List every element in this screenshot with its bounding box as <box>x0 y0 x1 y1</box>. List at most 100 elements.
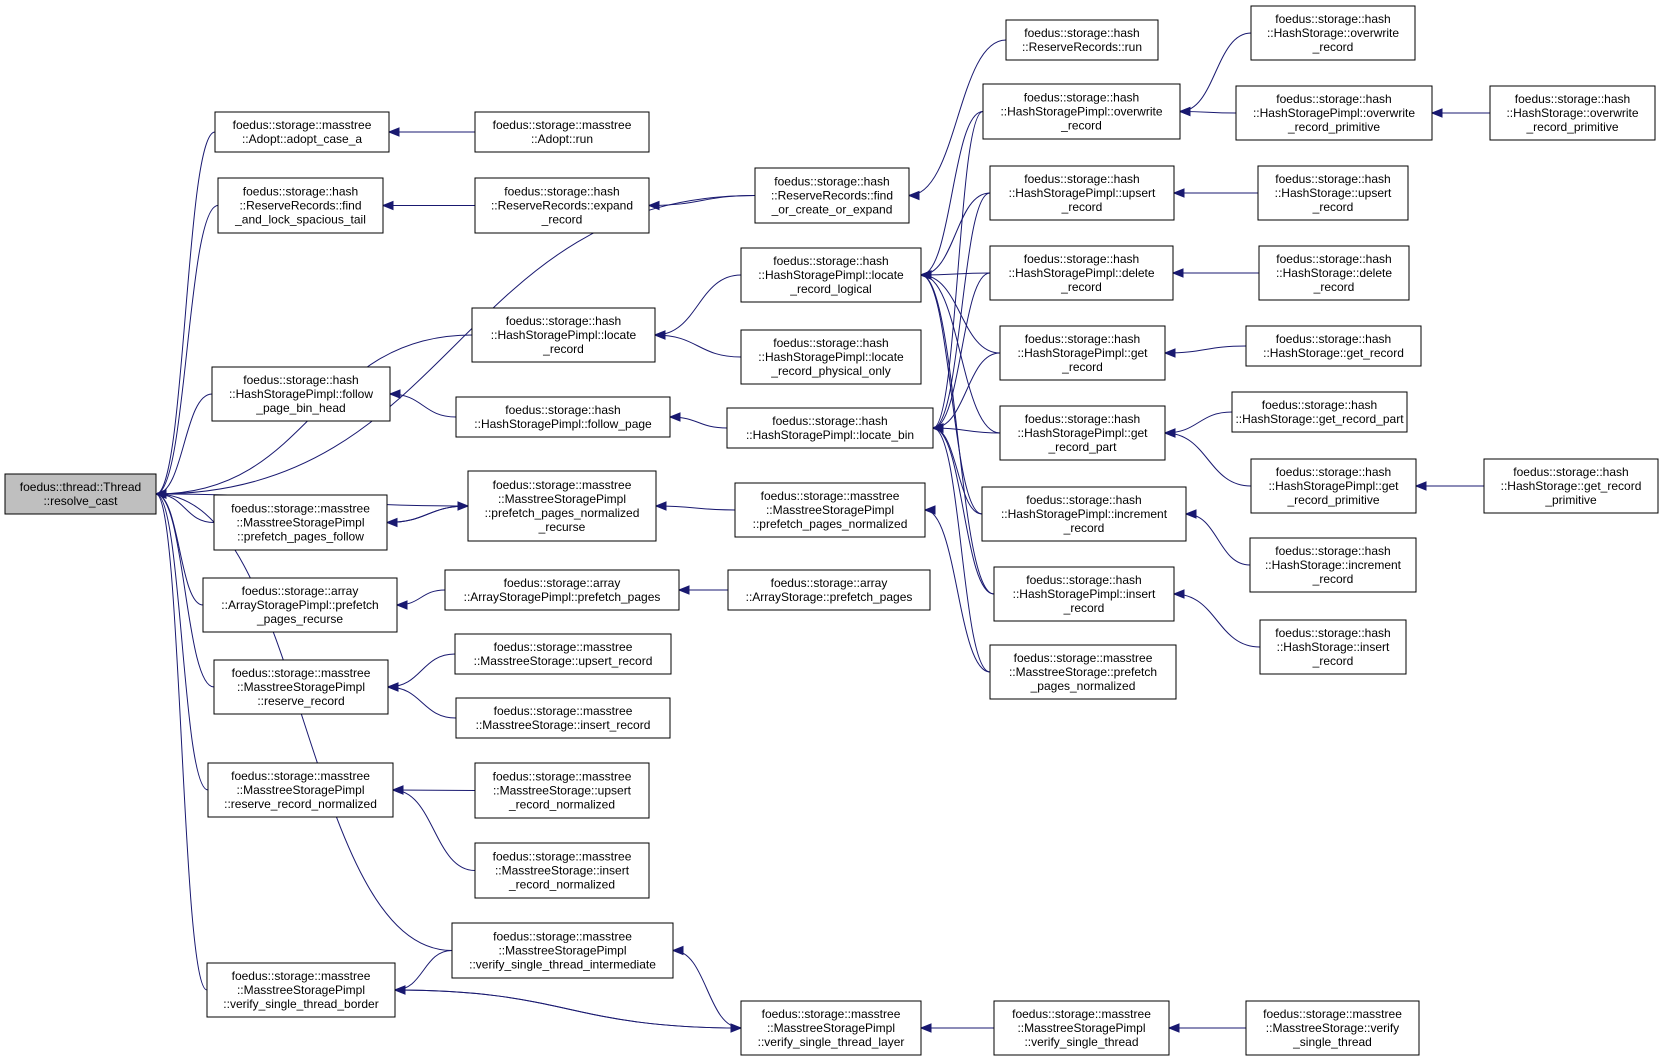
node-msp_prefetch_recurse[interactable]: foedus::storage::masstree::MasstreeStora… <box>467 470 657 542</box>
node-label-line: ::HashStoragePimpl::upsert <box>1009 186 1156 200</box>
edge-rr_expand-to-rr_find_tail <box>381 200 476 211</box>
node-box <box>451 922 674 979</box>
node-ms_insert[interactable]: foedus::storage::masstree::MasstreeStora… <box>455 697 671 739</box>
node-msp_prefetch_norm[interactable]: foedus::storage::masstree::MasstreeStora… <box>734 482 926 538</box>
node-hsp_follow_page[interactable]: foedus::storage::hash::HashStoragePimpl:… <box>455 396 671 438</box>
node-box <box>474 177 650 234</box>
node-hsp_locate_logical[interactable]: foedus::storage::hash::HashStoragePimpl:… <box>740 247 922 303</box>
node-box <box>454 633 672 675</box>
node-msp_verify_inter[interactable]: foedus::storage::masstree::MasstreeStora… <box>451 922 674 979</box>
node-label-line: ::verify_single_thread_border <box>223 997 378 1011</box>
edge-hs_overwrite_prim-to-hsp_overwrite_prim <box>1430 108 1490 118</box>
node-label-line: _record <box>1060 119 1102 133</box>
node-msp_reserve_norm[interactable]: foedus::storage::masstree::MasstreeStora… <box>207 762 394 818</box>
edge-line <box>655 505 736 511</box>
node-asp_prefetch[interactable]: foedus::storage::array::ArrayStoragePimp… <box>444 569 680 611</box>
node-label-line: foedus::storage::hash <box>1276 332 1391 346</box>
node-hs_get[interactable]: foedus::storage::hash::HashStorage::get_… <box>1245 325 1422 367</box>
node-hsp_increment[interactable]: foedus::storage::hash::HashStoragePimpl:… <box>981 486 1187 542</box>
arrowhead <box>154 489 167 499</box>
node-hsp_delete[interactable]: foedus::storage::hash::HashStoragePimpl:… <box>989 245 1174 301</box>
node-label-line: _record_normalized <box>508 798 615 812</box>
arrowhead <box>919 1023 932 1033</box>
node-asp_prefetch_recurse[interactable]: foedus::storage::array::ArrayStoragePimp… <box>202 577 398 633</box>
node-label-line: ::HashStoragePimpl::get <box>1017 346 1148 360</box>
node-ms_verify[interactable]: foedus::storage::masstree::MasstreeStora… <box>1245 1000 1420 1056</box>
node-hs_get_part[interactable]: foedus::storage::hash::HashStorage::get_… <box>1231 391 1408 433</box>
node-ms_upsert[interactable]: foedus::storage::masstree::MasstreeStora… <box>454 633 672 675</box>
node-hs_upsert[interactable]: foedus::storage::hash::HashStorage::upse… <box>1257 165 1409 221</box>
node-hs_increment[interactable]: foedus::storage::hash::HashStorage::incr… <box>1249 537 1417 593</box>
arrowhead <box>1167 1023 1180 1033</box>
node-label-line: _page_bin_head <box>255 401 345 415</box>
node-adopt_run[interactable]: foedus::storage::masstree::Adopt::run <box>474 111 650 153</box>
node-label-line: foedus::storage::array <box>771 576 888 590</box>
node-label-line: ::HashStorage::overwrite <box>1267 26 1399 40</box>
node-label-line: ::HashStoragePimpl::get <box>1017 426 1148 440</box>
edge-line <box>920 192 991 276</box>
node-hsp_insert[interactable]: foedus::storage::hash::HashStoragePimpl:… <box>993 566 1175 622</box>
node-as_prefetch[interactable]: foedus::storage::array::ArrayStorage::pr… <box>727 569 931 611</box>
node-ms_insert_norm[interactable]: foedus::storage::masstree::MasstreeStora… <box>474 842 650 899</box>
node-box <box>993 1000 1170 1056</box>
node-hs_overwrite_prim[interactable]: foedus::storage::hash::HashStorage::over… <box>1489 85 1656 141</box>
node-label-line: ::HashStoragePimpl::locate_bin <box>746 428 914 442</box>
node-msp_verify[interactable]: foedus::storage::masstree::MasstreeStora… <box>993 1000 1170 1056</box>
node-label-line: ::HashStoragePimpl::locate <box>758 268 904 282</box>
node-rr_find_create[interactable]: foedus::storage::hash::ReserveRecords::f… <box>754 167 910 224</box>
node-hs_get_prim[interactable]: foedus::storage::hash::HashStorage::get_… <box>1483 458 1659 514</box>
node-label-line: ::HashStoragePimpl::get <box>1268 479 1399 493</box>
node-label-line: ::HashStoragePimpl::overwrite <box>1000 105 1162 119</box>
node-hsp_get[interactable]: foedus::storage::hash::HashStoragePimpl:… <box>999 325 1166 381</box>
node-msp_verify_border[interactable]: foedus::storage::masstree::MasstreeStora… <box>206 962 396 1018</box>
node-hs_delete[interactable]: foedus::storage::hash::HashStorage::dele… <box>1258 245 1410 301</box>
node-hsp_get_part[interactable]: foedus::storage::hash::HashStoragePimpl:… <box>999 405 1166 461</box>
node-box <box>982 83 1181 140</box>
arrowhead <box>653 330 666 340</box>
node-adopt_case_a[interactable]: foedus::storage::masstree::Adopt::adopt_… <box>214 111 390 153</box>
edge-line <box>155 493 204 606</box>
node-hsp_overwrite[interactable]: foedus::storage::hash::HashStoragePimpl:… <box>982 83 1181 140</box>
node-box <box>474 111 650 153</box>
edge-hsp_locate_physical-to-hsp_locate_record <box>653 330 742 358</box>
node-label-line: foedus::storage::masstree <box>232 666 371 680</box>
node-rr_find_tail[interactable]: foedus::storage::hash::ReserveRecords::f… <box>217 177 384 234</box>
node-label-line: ::HashStoragePimpl::delete <box>1008 266 1154 280</box>
node-label-line: foedus::storage::masstree <box>493 118 632 132</box>
node-hsp_locate_bin[interactable]: foedus::storage::hash::HashStoragePimpl:… <box>726 407 934 449</box>
node-hsp_locate_physical[interactable]: foedus::storage::hash::HashStoragePimpl:… <box>740 329 922 385</box>
node-box <box>726 407 934 449</box>
node-hsp_locate_record[interactable]: foedus::storage::hash::HashStoragePimpl:… <box>471 307 656 363</box>
node-rr_run[interactable]: foedus::storage::hash::ReserveRecords::r… <box>1005 19 1159 61</box>
node-hs_overwrite[interactable]: foedus::storage::hash::HashStorage::over… <box>1250 5 1416 61</box>
edge-line <box>155 493 453 951</box>
node-label-line: foedus::storage::hash <box>1024 252 1139 266</box>
node-label-line: ::reserve_record <box>257 694 344 708</box>
node-hsp_upsert[interactable]: foedus::storage::hash::HashStoragePimpl:… <box>989 165 1175 221</box>
node-msp_reserve[interactable]: foedus::storage::masstree::MasstreeStora… <box>213 659 389 715</box>
node-label-line: ::HashStorage::increment <box>1265 558 1402 572</box>
node-msp_verify_layer[interactable]: foedus::storage::masstree::MasstreeStora… <box>740 1000 922 1056</box>
edge-rr_find_tail-to-root <box>154 205 219 499</box>
node-rr_expand[interactable]: foedus::storage::hash::ReserveRecords::e… <box>474 177 650 234</box>
node-hsp_get_prim[interactable]: foedus::storage::hash::HashStoragePimpl:… <box>1250 458 1417 514</box>
node-box <box>993 566 1175 622</box>
node-ms_upsert_norm[interactable]: foedus::storage::masstree::MasstreeStora… <box>474 762 650 819</box>
node-hsp_follow_head[interactable]: foedus::storage::hash::HashStoragePimpl:… <box>211 366 391 422</box>
node-label-line: ::HashStorage::overwrite <box>1506 106 1638 120</box>
node-label-line: ::MasstreeStoragePimpl <box>236 783 364 797</box>
node-label-line: _record <box>1312 654 1354 668</box>
edge-ms_prefetch_norm-to-msp_prefetch_norm <box>923 505 991 673</box>
arrowhead <box>677 585 690 595</box>
node-hs_insert[interactable]: foedus::storage::hash::HashStorage::inse… <box>1259 619 1407 675</box>
edge-hs_insert-to-hsp_insert <box>1172 589 1261 648</box>
arrowhead <box>1430 108 1443 118</box>
edge-hsp_follow_page-to-hsp_follow_head <box>388 389 457 418</box>
node-ms_prefetch_norm[interactable]: foedus::storage::masstree::MasstreeStora… <box>989 644 1177 700</box>
edge-line <box>392 789 476 871</box>
edge-adopt_run-to-adopt_case_a <box>387 127 475 137</box>
node-hsp_overwrite_prim[interactable]: foedus::storage::hash::HashStoragePimpl:… <box>1235 85 1433 141</box>
node-label-line: foedus::storage::hash <box>506 314 621 328</box>
node-label-line: foedus::storage::hash <box>1026 493 1141 507</box>
node-msp_prefetch_follow[interactable]: foedus::storage::masstree::MasstreeStora… <box>213 494 388 551</box>
